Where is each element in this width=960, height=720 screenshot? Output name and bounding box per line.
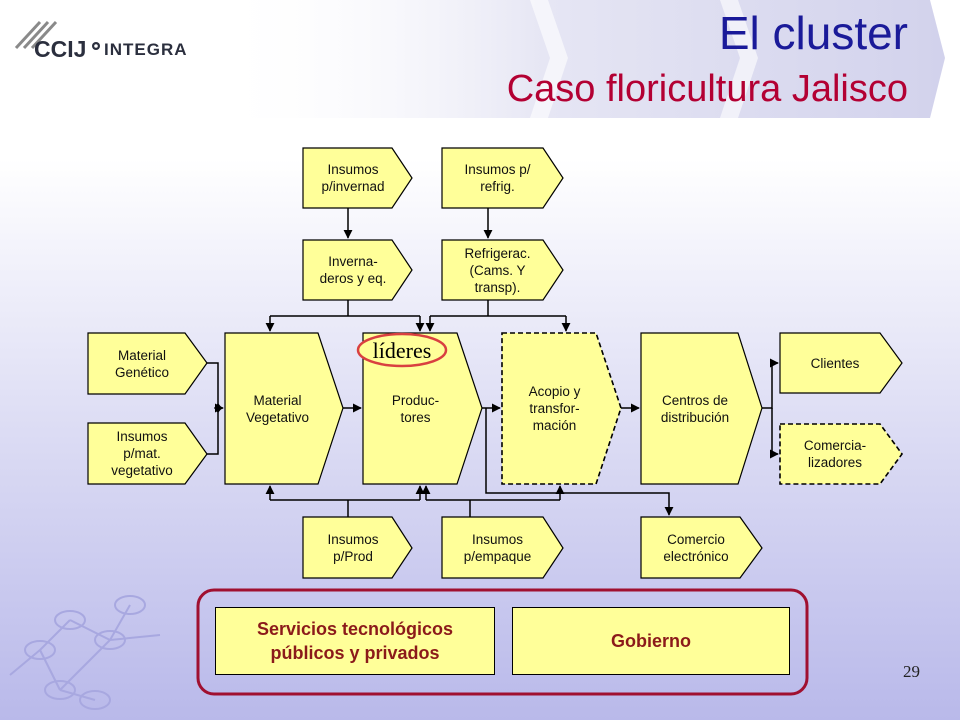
ccij-logo-icon [14,20,100,50]
label-insumos-invernad: Insumos p/invernad [321,162,385,194]
label-insumos-prod: Insumos p/Prod [327,531,379,564]
gobierno-box: Gobierno [512,607,790,675]
node-refrigerac [441,239,564,301]
node-material-vegetativo [224,332,344,485]
node-comercializadores [779,423,903,485]
node-insumos-refrig [441,147,564,209]
node-insumos-mat-veg [87,422,208,485]
label-centros: Centros de distribución [660,392,730,425]
title-band [215,0,945,118]
logo-text-integra: INTEGRA [104,40,188,59]
node-comercio-electronico [640,516,763,579]
node-centros [640,332,763,485]
node-material-genetico [87,332,208,395]
logo-text: CCIJ [34,36,87,62]
label-insumos-mat-veg: Insumos p/mat. vegetativo [111,429,173,478]
label-invernaderos: Inverna- deros y eq. [319,254,387,286]
servicios-tecnologicos-box: Servicios tecnológicos públicos y privad… [215,607,495,675]
lideres-label: líderes [372,337,432,363]
label-clientes: Clientes [810,355,860,371]
node-acopio [501,332,622,485]
label-material-genetico: Material Genético [114,347,170,380]
lideres-highlight [356,332,448,368]
label-productores: Produc- tores [391,392,440,425]
page-number: 29 [903,662,920,681]
node-productores [362,332,483,485]
label-acopio: Acopio y transfor- mación [528,384,581,433]
label-comercio-electronico: Comercio electrónico [663,531,729,564]
label-insumos-refrig: Insumos p/ refrig. [464,162,531,194]
node-clientes [779,332,903,394]
network-decoration-icon [9,595,161,710]
label-insumos-empaque: Insumos p/empaque [463,531,532,564]
services-frame [196,588,809,696]
page-title: El cluster [718,7,908,59]
page-subtitle: Caso floricultura Jalisco [506,68,908,110]
node-insumos-empaque [441,516,564,579]
node-invernaderos [302,239,413,301]
label-refrigerac: Refrigerac. (Cams. Y transp). [464,245,531,295]
label-comercializadores: Comercia- lizadores [803,438,867,470]
node-insumos-prod [302,516,413,579]
node-insumos-invernad [302,147,413,209]
label-material-vegetativo: Material Vegetativo [245,392,310,425]
